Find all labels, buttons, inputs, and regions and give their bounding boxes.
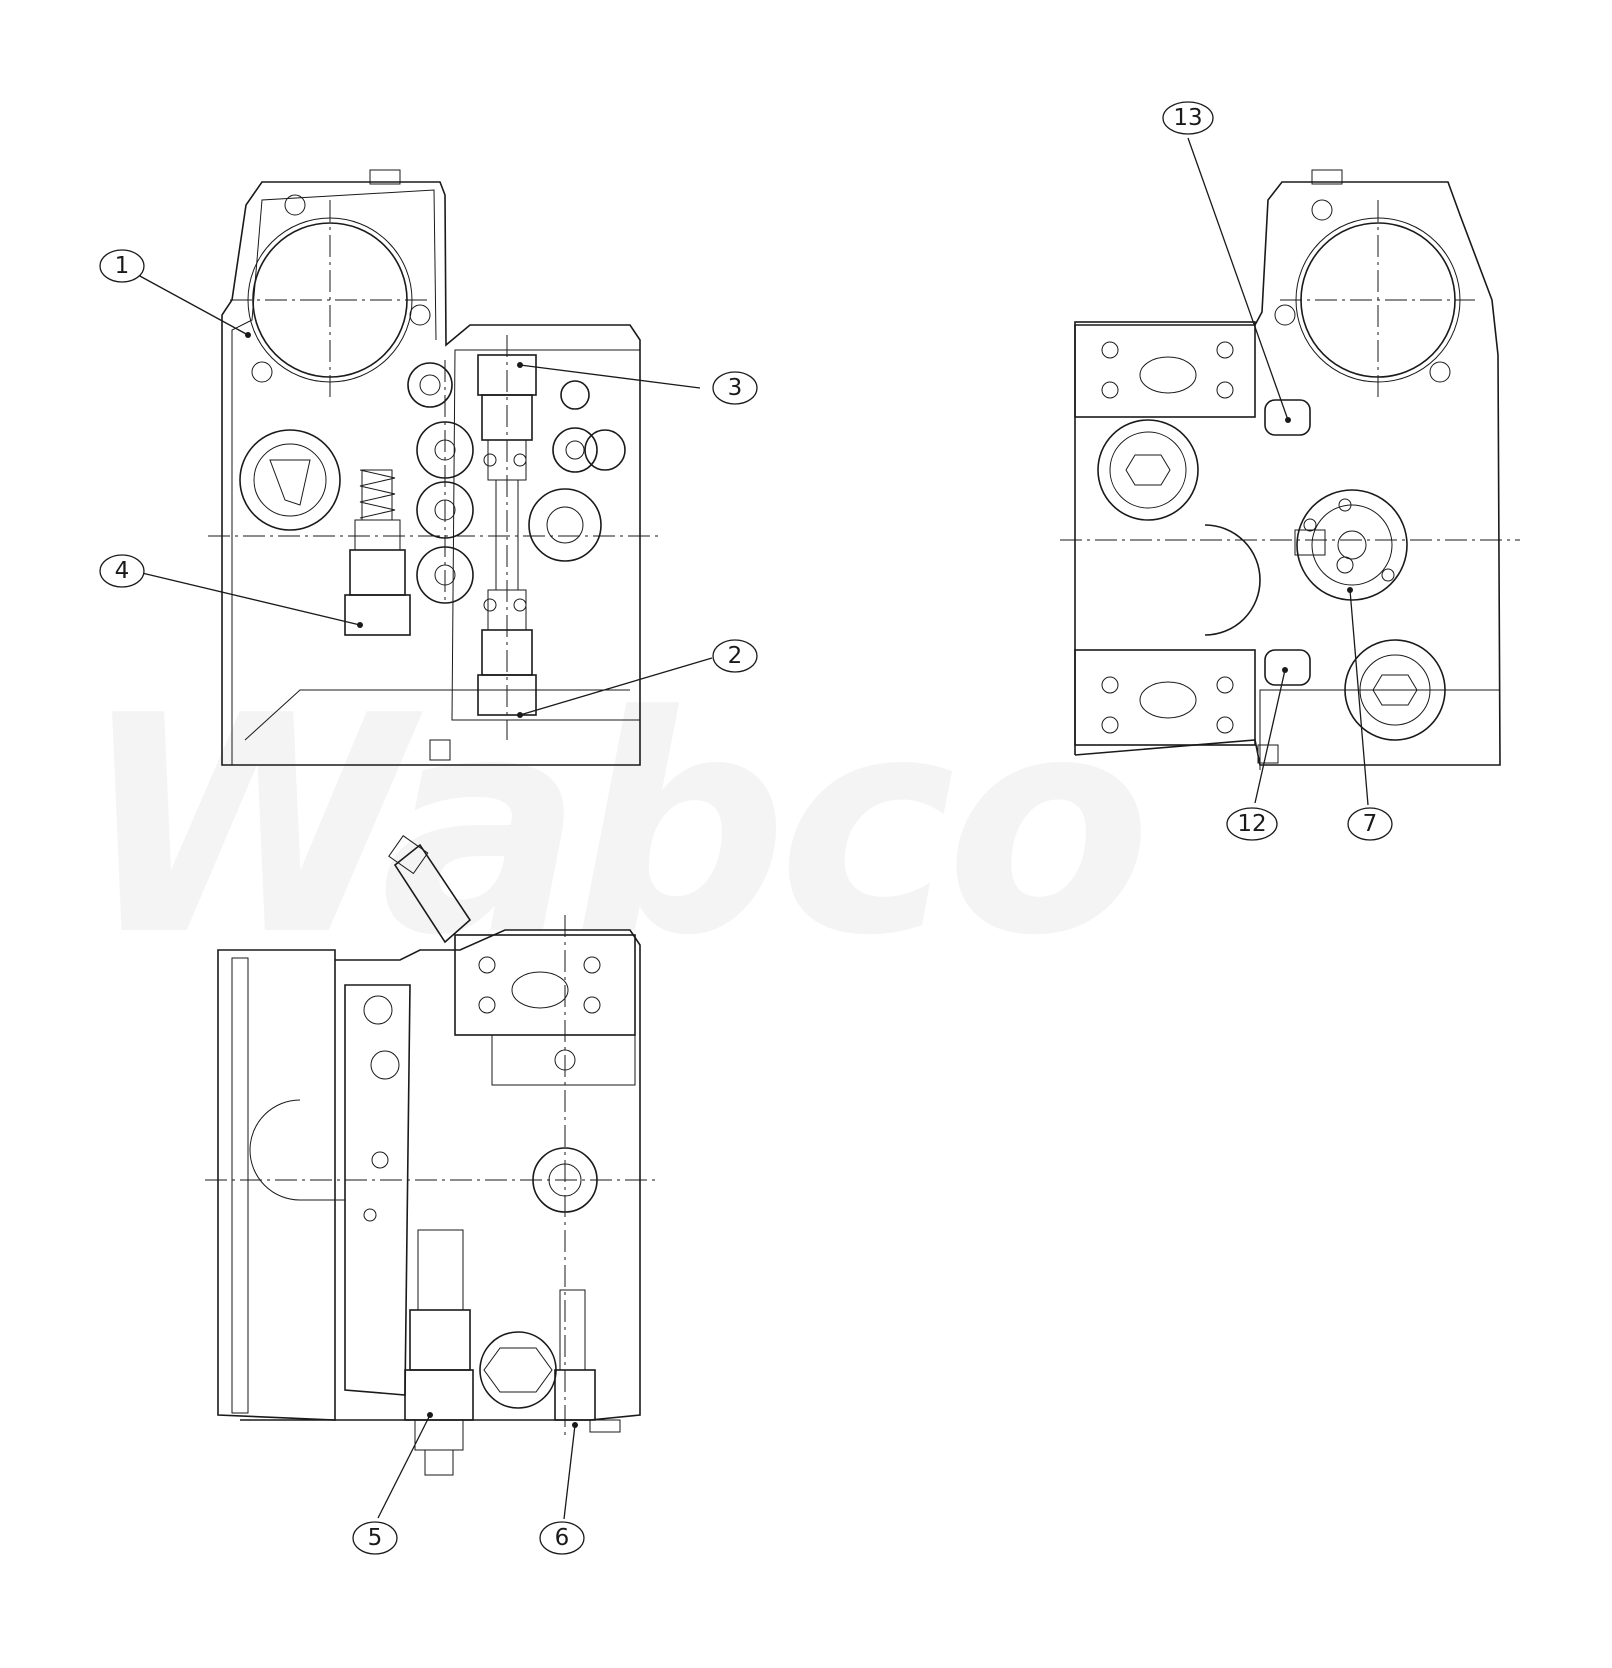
view-side: [205, 835, 660, 1476]
callout-6-label: 6: [555, 1525, 570, 1551]
callout-4: 4: [99, 554, 145, 588]
callout-5: 5: [352, 1521, 398, 1555]
callout-1-label: 1: [115, 253, 130, 279]
callout-4-label: 4: [115, 558, 130, 584]
callout-13: 13: [1162, 101, 1214, 135]
view-front: [208, 169, 660, 766]
callout-1: 1: [99, 249, 145, 283]
callout-7-label: 7: [1363, 811, 1378, 837]
callout-3-label: 3: [728, 375, 743, 401]
callout-3: 3: [712, 371, 758, 405]
callout-12-label: 12: [1237, 811, 1266, 837]
callout-2: 2: [712, 639, 758, 673]
leader-lines: [137, 137, 1369, 1520]
callout-6: 6: [539, 1521, 585, 1555]
callout-2-label: 2: [728, 643, 743, 669]
callout-13-label: 13: [1173, 105, 1202, 131]
callout-7: 7: [1347, 807, 1393, 841]
watermark: Wabco: [80, 652, 1142, 1001]
callout-12: 12: [1226, 807, 1278, 841]
view-rear: [1060, 169, 1520, 770]
callout-5-label: 5: [368, 1525, 383, 1551]
